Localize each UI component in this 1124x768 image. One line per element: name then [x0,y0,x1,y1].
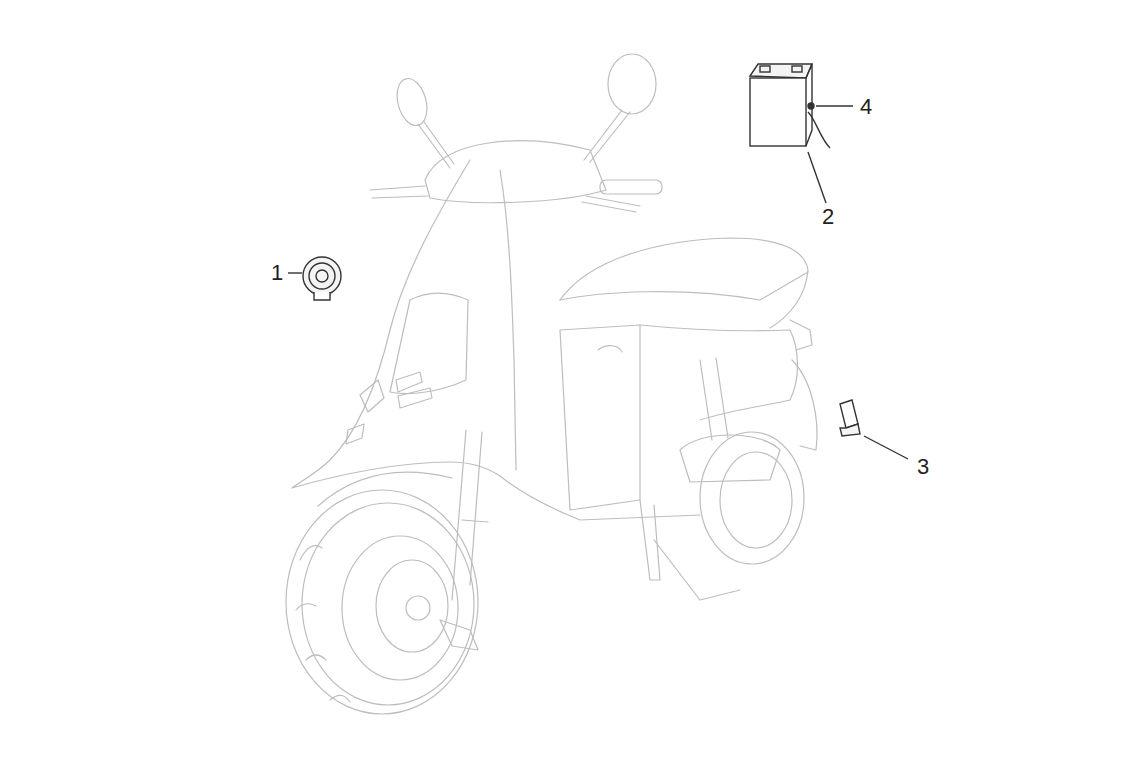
relay-part [840,400,908,459]
scooter-outline [608,54,656,114]
battery-part [808,112,830,148]
scooter-outline [440,620,478,650]
scooter-outline [286,490,478,714]
scooter-outline [418,122,454,168]
scooter-outline [296,546,350,702]
horn-part [288,272,302,273]
relay-part [840,400,858,428]
battery-part [750,64,812,78]
scooter-outline [720,452,792,548]
relay-part [864,436,908,459]
scooter-outline [342,536,458,680]
horn-part [316,270,328,282]
scooter-outline [640,500,740,600]
scooter-outline [318,472,452,506]
scooter-outline [598,346,622,352]
scooter-outline [700,432,804,564]
horn-part [314,292,330,300]
battery-part [808,103,814,109]
callout-number: 1 [270,262,284,284]
battery-part [750,78,806,146]
scooter-outline [582,196,640,212]
horn-part [303,257,341,295]
scooter-outline [792,360,817,450]
scooter-outline [700,400,790,420]
battery-part [760,66,770,72]
battery-part [816,105,853,106]
scooter-outline [406,596,430,620]
battery-part [792,66,802,72]
scooter-outline [292,160,500,488]
scooter-outline [302,503,474,705]
callout-number: 3 [916,456,930,478]
horn-part [309,263,335,289]
scooter-outline [370,186,428,198]
scooter-outline [560,272,808,300]
scooter-outline [790,320,812,350]
battery-part [750,64,853,203]
scooter-outline [425,141,606,203]
scooter-outline [560,325,640,510]
scooter-outline [700,358,728,440]
scooter-outline [560,238,808,328]
scooter-outline [392,75,431,129]
battery-part [808,152,826,203]
callout-number: 4 [859,96,873,118]
scooter-outline [680,435,780,482]
scooter-outline [452,430,488,600]
scooter-outline [346,424,364,444]
callout-number: 2 [821,206,835,228]
scooter-outline [376,560,448,652]
scooter-outline [360,372,432,412]
horn-part [288,257,341,300]
scooter-outline [640,325,798,400]
scooter-outline [500,476,700,520]
scooter-outline [286,54,817,714]
scooter-outline [500,170,516,470]
relay-part [840,424,860,436]
scooter-outline [584,110,630,162]
scooter-outline [600,180,662,194]
